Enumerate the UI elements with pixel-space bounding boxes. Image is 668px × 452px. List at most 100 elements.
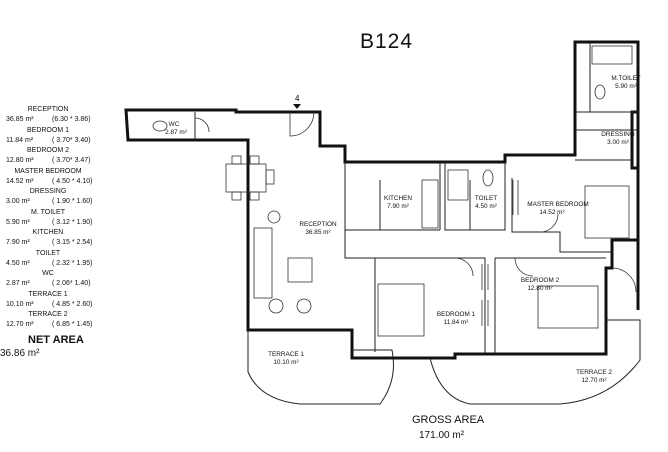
- section-marker: 4: [295, 94, 300, 103]
- label-kitchen-area: 7.90 m²: [387, 203, 409, 210]
- dining-chair: [249, 191, 260, 201]
- label-reception-area: 36.85 m²: [305, 229, 330, 236]
- armchair: [296, 298, 312, 314]
- sliding-door: [481, 264, 489, 326]
- terrace-1-outline: [247, 330, 394, 405]
- marker-arrow: [293, 104, 301, 109]
- legend-room-area: 2.87 m²: [6, 280, 30, 287]
- legend-room-area: 11.84 m²: [6, 136, 34, 144]
- legend-row: TOILET 4.50 m² ( 2.32 * 1.95): [0, 250, 130, 271]
- dressing-wall: [575, 129, 638, 161]
- legend-room-name: TOILET: [35, 249, 61, 257]
- legend-row: TERRACE 1 10.10 m² ( 4.85 * 2.60): [0, 291, 130, 312]
- gross-area-label: GROSS AREA: [412, 414, 485, 426]
- legend-room-area: 12.70 m²: [6, 321, 34, 328]
- wc-door: [194, 117, 210, 133]
- m-toilet-wall: [575, 42, 638, 113]
- bathtub: [591, 45, 633, 65]
- legend-room-dims: ( 4.50 * 4.10): [52, 177, 93, 185]
- legend-room-area: 12.80 m²: [6, 157, 34, 164]
- entrance-door: [289, 111, 315, 137]
- dining-chair: [231, 155, 242, 165]
- legend-room-dims: ( 1.90 * 1.60): [52, 198, 93, 205]
- label-bedroom1-area: 11.84 m²: [444, 319, 469, 326]
- legend-room-name: TERRACE 2: [28, 311, 68, 318]
- bedroom1-door: [454, 257, 474, 277]
- legend-room-area: 4.50 m²: [6, 259, 30, 267]
- label-master-name: MASTER BEDROOM: [527, 201, 588, 208]
- label-m-toilet-name: M.TOILET: [611, 75, 640, 82]
- legend-room-name: MASTER BEDROOM: [14, 167, 82, 175]
- terrace2-door: [611, 267, 637, 293]
- legend-room-name: KITCHEN: [32, 229, 64, 236]
- legend-row: TERRACE 2 12.70 m² ( 6.85 * 1.45): [0, 311, 130, 332]
- legend-room-area: 5.90 m²: [6, 218, 30, 226]
- legend-row: BEDROOM 1 11.84 m² ( 3.70* 3.40): [0, 127, 130, 148]
- label-bedroom1-name: BEDROOM 1: [437, 311, 476, 318]
- net-area-value: 36.86 m²: [0, 348, 40, 359]
- legend-room-dims: ( 4.85 * 2.60): [52, 300, 93, 308]
- legend-room-name: M. TOILET: [31, 208, 65, 216]
- legend-room-name: TERRACE 1: [28, 290, 68, 298]
- label-dressing-name: DRESSING: [601, 131, 634, 138]
- label-toilet-area: 4.50 m²: [475, 203, 497, 210]
- legend-room-name: WC: [42, 270, 54, 277]
- label-dressing-area: 3.00 m²: [607, 139, 629, 146]
- master-bed: [584, 185, 630, 239]
- legend-room-dims: ( 3.70* 3.40): [52, 136, 91, 144]
- toilet-wall: [444, 162, 506, 231]
- legend-room-name: RECEPTION: [27, 106, 69, 113]
- dining-chair: [249, 155, 260, 165]
- shower: [447, 169, 469, 201]
- legend-row: WC 2.87 m² ( 2.06* 1.40): [0, 270, 130, 291]
- master-bedroom-wall: [511, 178, 612, 253]
- m-toilet-fixture: [594, 84, 606, 100]
- label-master-area: 14.52 m²: [539, 209, 564, 216]
- bedroom2-door: [514, 257, 534, 277]
- label-terrace1-name: TERRACE 1: [268, 351, 304, 358]
- bedroom2-bed: [537, 285, 599, 329]
- legend-room-area: 7.90 m²: [6, 239, 30, 246]
- bedroom2-wall: [494, 257, 606, 354]
- sliding-door: [512, 180, 519, 215]
- legend-room-area: 10.10 m²: [6, 300, 34, 308]
- armchair: [268, 298, 284, 314]
- legend-room-dims: ( 2.32 * 1.95): [52, 259, 93, 267]
- label-bedroom2-name: BEDROOM 2: [521, 277, 560, 284]
- kitchen-counter: [421, 179, 439, 229]
- legend-room-dims: ( 3.12 * 1.90): [52, 218, 93, 226]
- legend-room-dims: ( 2.06* 1.40): [52, 280, 91, 287]
- legend-room-name: BEDROOM 2: [26, 147, 69, 154]
- corridor-wall: [344, 230, 375, 259]
- label-wc-name: WC: [169, 121, 180, 128]
- wc-toilet-fixture: [152, 120, 168, 132]
- legend-room-dims: ( 3.15 * 2.54): [52, 239, 93, 246]
- bedroom1-bed: [377, 283, 425, 337]
- plant: [267, 210, 281, 224]
- label-reception-name: RECEPTION: [299, 221, 337, 228]
- dining-table: [225, 163, 267, 193]
- label-wc-area: 2.87 m²: [165, 129, 187, 136]
- label-terrace2-name: TERRACE 2: [576, 369, 612, 376]
- sofa: [253, 227, 273, 299]
- legend-room-area: 36.85 m²: [6, 116, 34, 123]
- label-kitchen-name: KITCHEN: [384, 195, 412, 202]
- coffee-table: [287, 257, 313, 283]
- master-door: [539, 213, 559, 233]
- legend-room-name: DRESSING: [29, 188, 67, 195]
- dining-chair: [231, 191, 242, 201]
- terrace-2-outline: [429, 319, 641, 405]
- legend-room-name: BEDROOM 1: [26, 126, 69, 134]
- toilet-fixture: [482, 169, 494, 187]
- label-bedroom2-area: 12.80 m²: [527, 285, 552, 292]
- net-area-label: NET AREA: [28, 334, 84, 346]
- label-terrace2-area: 12.70 m²: [581, 377, 606, 384]
- legend-room-dims: ( 6.85 * 1.45): [52, 321, 93, 328]
